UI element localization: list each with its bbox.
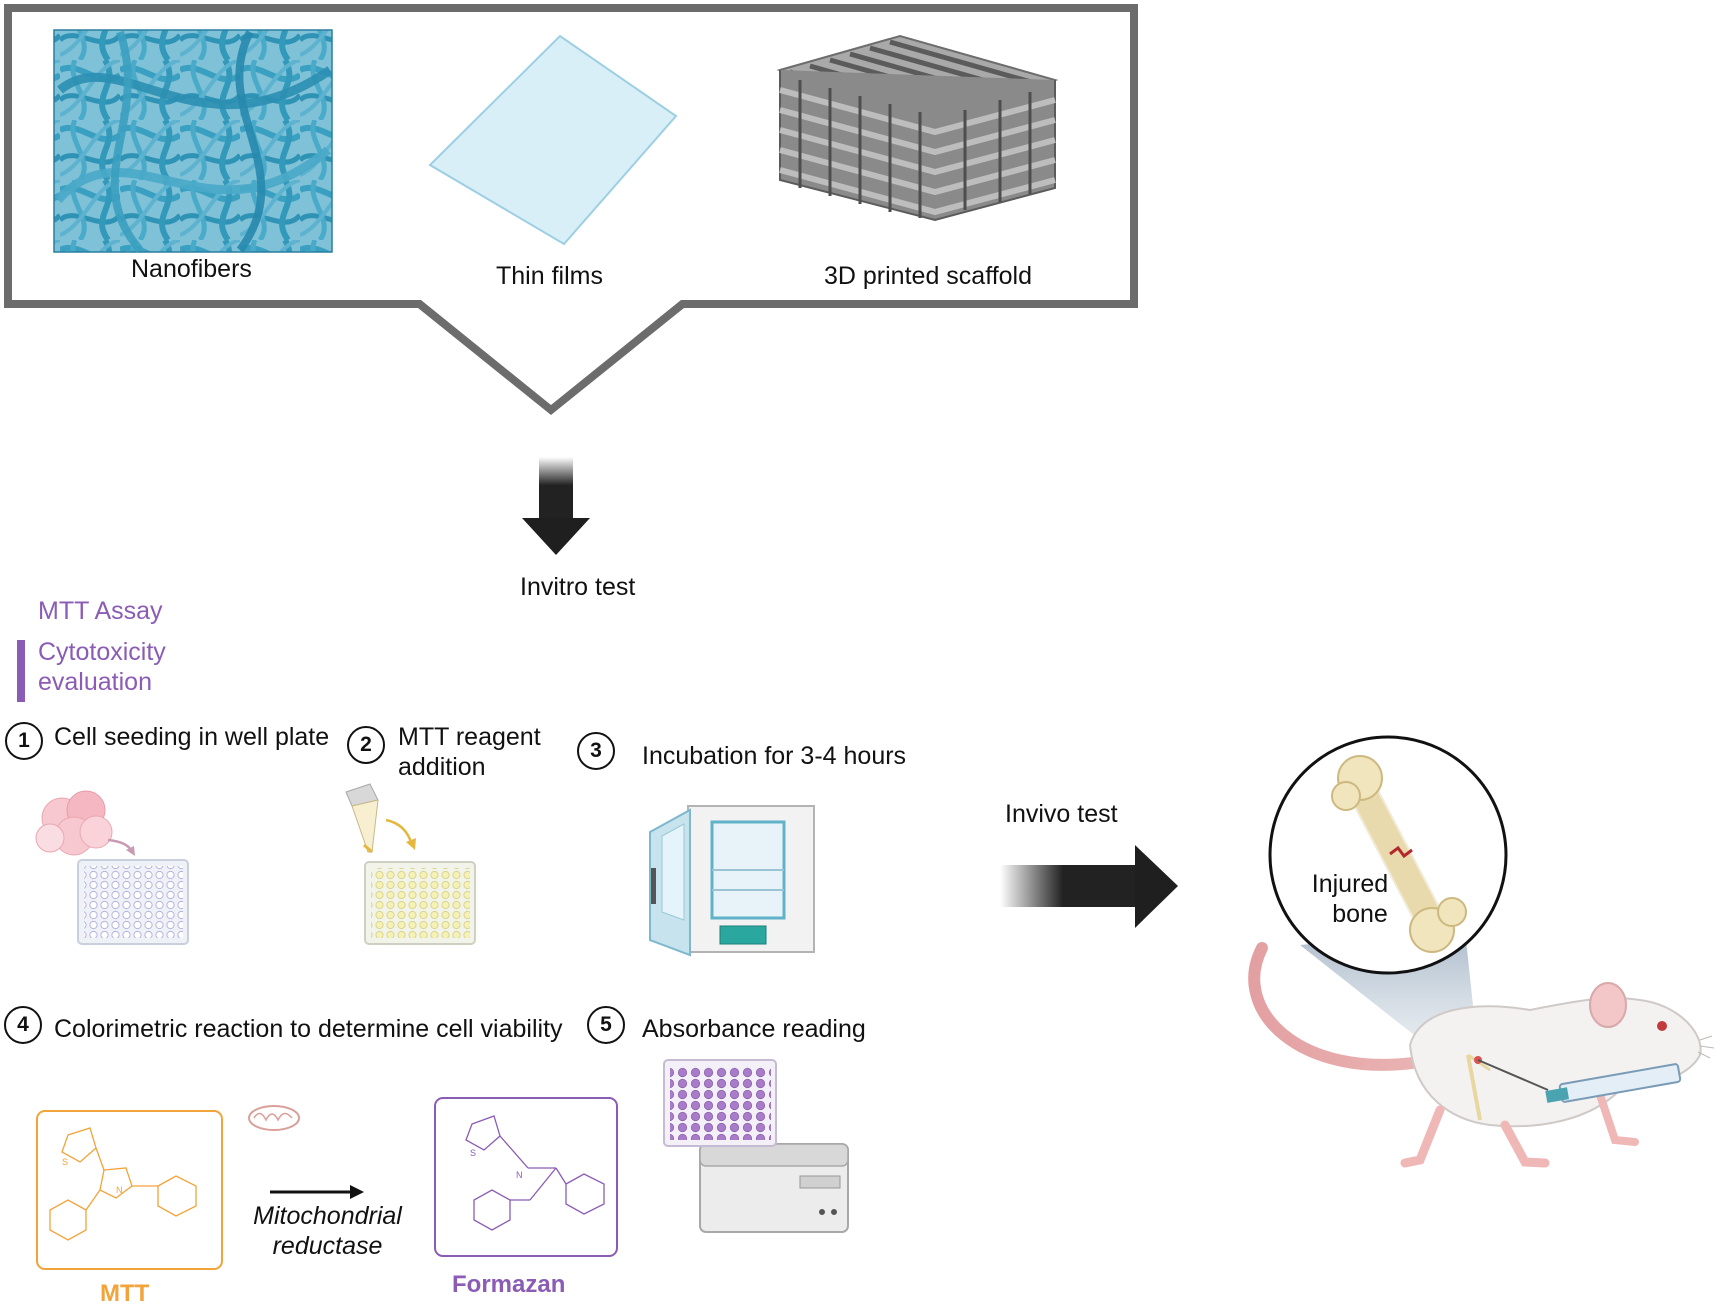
rat-image: [1248, 942, 1715, 1168]
svg-text:N: N: [116, 1185, 123, 1195]
step-1-title: Cell seeding in well plate: [54, 723, 330, 751]
step-2-title-line1: MTT reagent: [398, 723, 541, 751]
magnifier-circle: [1268, 735, 1508, 975]
svg-text:N: N: [516, 1170, 523, 1180]
step-number-5: 5: [587, 1006, 625, 1044]
mtt-label: MTT: [100, 1280, 150, 1307]
svg-text:S: S: [470, 1148, 476, 1158]
scaffold-image: [776, 34, 1059, 222]
assay-accent-bar: [17, 640, 25, 702]
nanofibers-label: Nanofibers: [131, 255, 252, 283]
mitochondria-icon: [248, 1105, 300, 1131]
nanofibers-image: [53, 29, 333, 253]
step-3-title: Incubation for 3-4 hours: [642, 742, 907, 770]
step-5-title: Absorbance reading: [642, 1015, 866, 1043]
thin-film-image: [428, 34, 678, 246]
step-number-2: 2: [347, 726, 385, 764]
invivo-label: Invivo test: [1005, 800, 1118, 828]
formazan-structure-box: N S: [434, 1097, 618, 1257]
mtt-structure-box: N S: [36, 1110, 223, 1270]
step-number-4: 4: [4, 1006, 42, 1044]
assay-subtitle-line2: evaluation: [38, 668, 152, 696]
step-4-title: Colorimetric reaction to determine cell …: [54, 1015, 563, 1043]
down-arrow-icon: [522, 457, 590, 555]
scaffold-label: 3D printed scaffold: [824, 262, 1032, 290]
assay-title: MTT Assay: [38, 597, 163, 625]
step-number-1: 1: [5, 722, 43, 760]
reagent-addition-image: [345, 783, 476, 945]
step-2-title-line2: addition: [398, 753, 486, 781]
incubator-image: [649, 805, 815, 957]
bone-label-line2: bone: [1332, 900, 1388, 928]
bone-image: [1331, 755, 1467, 953]
assay-subtitle-line1: Cytotoxicity: [38, 638, 166, 666]
invitro-label: Invitro test: [520, 573, 636, 601]
reaction-arrow-icon: [270, 1185, 364, 1199]
svg-text:S: S: [62, 1157, 68, 1167]
plate-reader-image: [663, 1059, 849, 1233]
right-arrow-icon: [1000, 845, 1178, 928]
enzyme-label-line1: Mitochondrial: [253, 1202, 402, 1230]
step-number-3: 3: [577, 732, 615, 770]
syringe-icon: [1477, 1059, 1682, 1103]
bone-label-line1: Injured: [1311, 870, 1389, 898]
enzyme-label-line2: reductase: [272, 1232, 383, 1260]
thin-films-label: Thin films: [496, 262, 603, 290]
formazan-label: Formazan: [452, 1271, 566, 1298]
cell-seeding-image: [35, 790, 189, 945]
